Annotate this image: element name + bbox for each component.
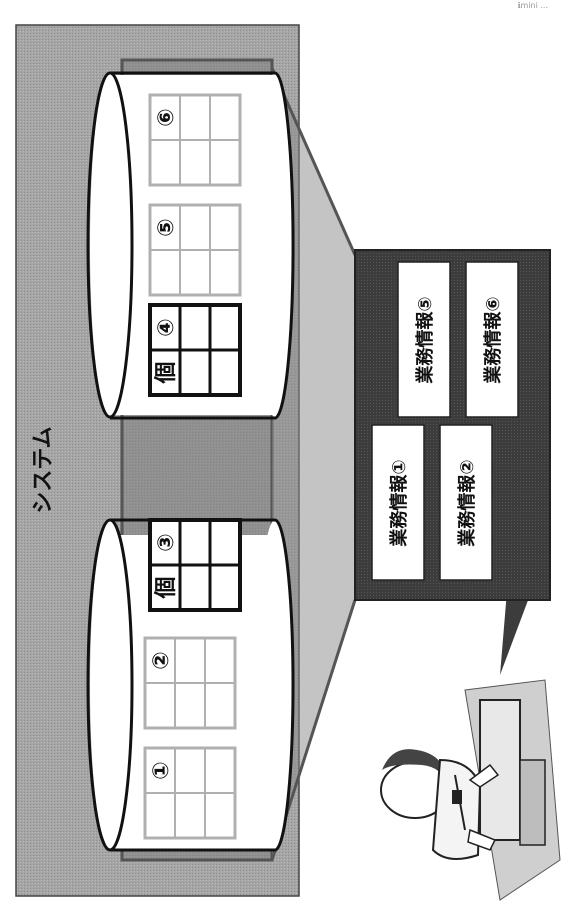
callout-item-label: 業務情報① — [388, 459, 410, 547]
callout-item-label: 業務情報⑤ — [414, 296, 436, 384]
table-6: ⑥ — [148, 93, 242, 187]
table-3: ③個 — [148, 518, 242, 612]
personal-info-mark: 個 — [154, 576, 179, 599]
table-2: ② — [143, 636, 237, 730]
table-number-label: ④ — [154, 318, 179, 337]
table-4: ④個 — [148, 303, 242, 397]
personal-info-mark: 個 — [154, 361, 179, 384]
table-5: ⑤ — [148, 203, 242, 297]
table-number-label: ① — [149, 761, 174, 780]
table-number-label: ③ — [154, 533, 179, 552]
table-number-label: ⑥ — [154, 108, 179, 127]
callout-item: 業務情報① — [371, 424, 425, 581]
table-number-label: ② — [149, 651, 174, 670]
system-title: システム — [31, 426, 56, 513]
table-1: ① — [143, 746, 237, 840]
corner-text: ℹ︎mini ... — [517, 1, 548, 10]
callout-item-label: 業務情報⑥ — [482, 296, 504, 384]
callout-item: 業務情報② — [439, 424, 493, 581]
callout-item: 業務情報⑥ — [465, 261, 519, 418]
callout-item: 業務情報⑤ — [397, 261, 451, 418]
user-at-computer-figure — [380, 679, 561, 901]
table-number-label: ⑤ — [154, 218, 179, 237]
callout-item-label: 業務情報② — [456, 459, 478, 547]
